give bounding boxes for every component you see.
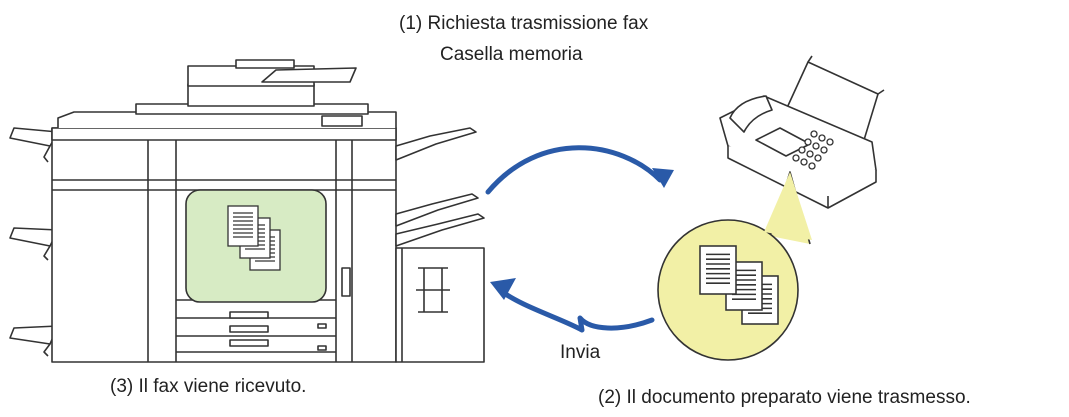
step1-label: (1) Richiesta trasmissione fax xyxy=(399,13,649,34)
document-bubble xyxy=(657,171,812,361)
send-label: Invia xyxy=(560,342,601,363)
mfp-machine-icon xyxy=(9,59,485,363)
memory-box xyxy=(185,189,327,303)
step3-label: (3) Il fax viene ricevuto. xyxy=(110,376,307,397)
request-arrow xyxy=(485,145,674,195)
fax-machine-icon xyxy=(719,55,885,209)
step2-label: (2) Il documento preparato viene trasmes… xyxy=(598,387,971,408)
memory-box-label: Casella memoria xyxy=(440,44,583,65)
send-arrow xyxy=(490,278,655,333)
